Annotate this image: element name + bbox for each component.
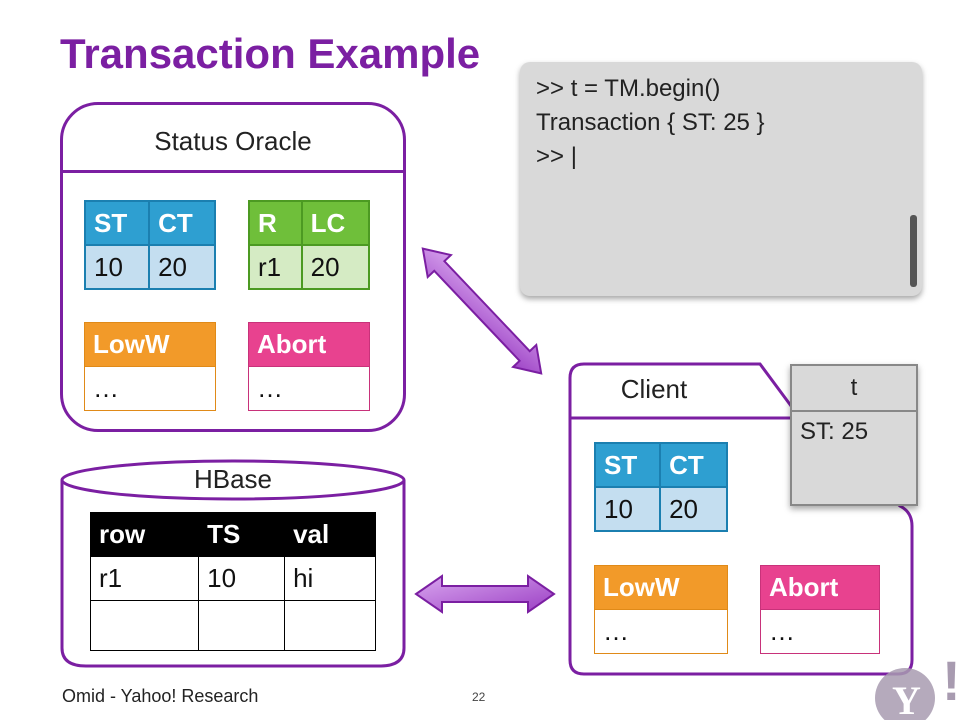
svg-text:Y: Y xyxy=(892,678,921,720)
note-body: ST: 25 xyxy=(800,418,869,445)
table-cell: r1 xyxy=(89,556,200,601)
console-line: >> t = TM.begin() xyxy=(536,75,721,102)
header-cell: Abort xyxy=(760,565,880,610)
console-scrollbar[interactable] xyxy=(910,215,917,287)
page-number: 22 xyxy=(472,690,486,704)
console-panel[interactable]: >> t = TM.begin() Transaction { ST: 25 }… xyxy=(520,62,922,296)
hbase-client-arrow xyxy=(414,574,556,614)
value-cell: … xyxy=(84,366,216,411)
header-cell: R xyxy=(248,200,303,246)
client-label: Client xyxy=(620,374,688,404)
header-cell: LC xyxy=(300,200,371,246)
table-cell xyxy=(198,600,286,651)
oracle-st-ct-table: ST CT 10 20 xyxy=(83,200,216,290)
svg-text:!: ! xyxy=(942,649,960,712)
client-st-ct-table: ST CT 10 20 xyxy=(593,442,728,532)
console-line: Transaction { ST: 25 } xyxy=(536,109,765,136)
header-cell: CT xyxy=(148,200,216,246)
oracle-client-arrow xyxy=(421,247,543,375)
table-row xyxy=(89,600,376,651)
console-prompt[interactable]: >> | xyxy=(536,143,577,170)
value-cell: … xyxy=(248,366,370,411)
value-cell: … xyxy=(594,609,728,654)
client-loww-table: LowW … xyxy=(594,565,728,654)
footer-text: Omid - Yahoo! Research xyxy=(62,686,259,706)
client-abort-table: Abort … xyxy=(760,565,880,654)
transaction-note: t ST: 25 xyxy=(790,364,918,506)
value-cell: … xyxy=(760,609,880,654)
header-cell: Abort xyxy=(248,322,370,367)
slide-title: Transaction Example xyxy=(60,30,481,77)
header-cell: LowW xyxy=(84,322,216,367)
table-cell: hi xyxy=(284,556,376,601)
header-cell: val xyxy=(284,512,376,557)
value-cell: 10 xyxy=(83,244,151,290)
header-cell: ST xyxy=(593,442,662,488)
header-cell: CT xyxy=(659,442,728,488)
hbase-label: HBase xyxy=(193,464,273,494)
oracle-r-lc-table: R LC r1 20 xyxy=(248,200,371,290)
note-header: t xyxy=(792,366,916,412)
table-row: r1 10 hi xyxy=(89,556,376,601)
value-cell: 20 xyxy=(148,244,216,290)
hbase-cylinder xyxy=(60,480,406,668)
header-cell: LowW xyxy=(594,565,728,610)
table-cell: 10 xyxy=(198,556,286,601)
oracle-loww-table: LowW … xyxy=(84,322,216,411)
status-oracle-divider xyxy=(62,170,404,173)
header-cell: ST xyxy=(83,200,151,246)
yahoo-logo-icon: Y ! xyxy=(875,649,960,720)
table-cell xyxy=(284,600,376,651)
oracle-abort-table: Abort … xyxy=(248,322,370,411)
value-cell: 10 xyxy=(593,486,662,532)
header-cell: TS xyxy=(198,512,286,557)
hbase-table: row TS val r1 10 hi xyxy=(89,512,376,651)
table-cell xyxy=(89,600,200,651)
status-oracle-container xyxy=(60,102,406,432)
status-oracle-label: Status Oracle xyxy=(154,126,312,156)
value-cell: 20 xyxy=(300,244,371,290)
value-cell: r1 xyxy=(248,244,303,290)
header-cell: row xyxy=(89,512,200,557)
value-cell: 20 xyxy=(659,486,728,532)
hbase-cylinder-top xyxy=(60,459,406,501)
